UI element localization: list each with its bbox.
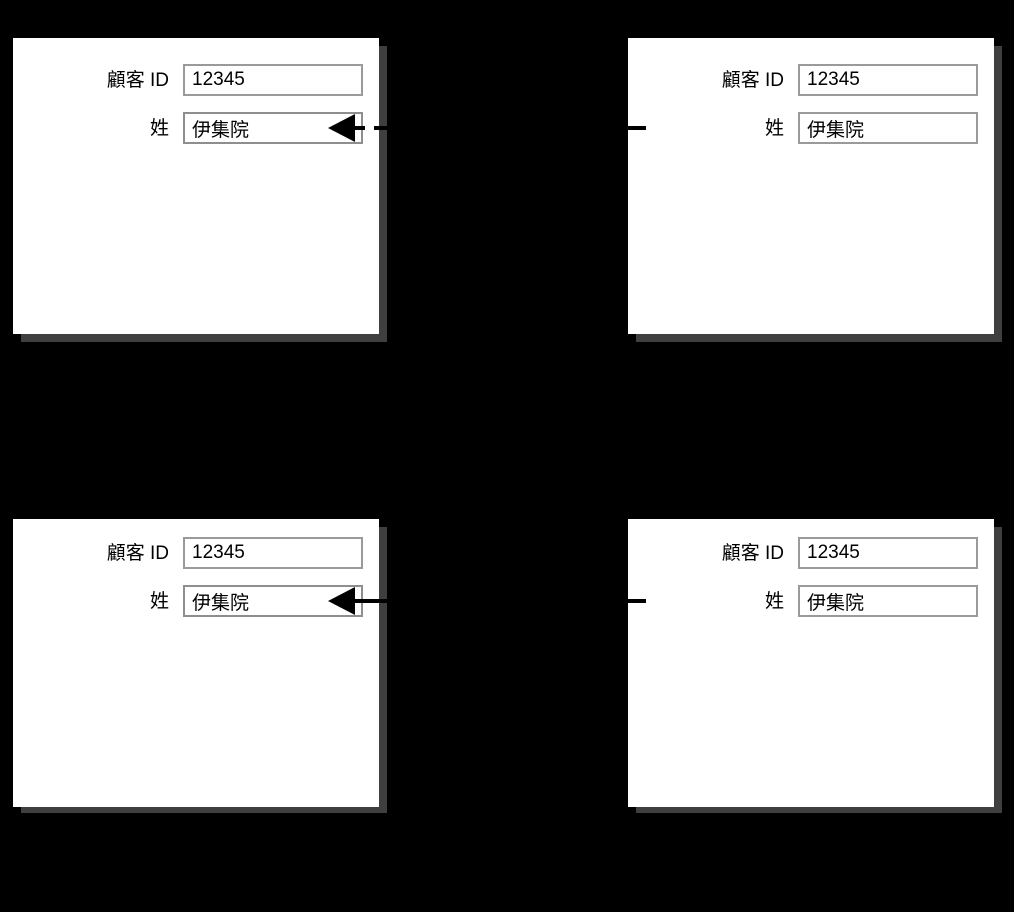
form-panel-bottom-right-body: 顧客 ID 12345 姓 伊集院 <box>628 519 994 807</box>
label-customer-id: 顧客 ID <box>721 69 784 91</box>
input-customer-id[interactable]: 12345 <box>183 537 363 569</box>
field-row-customer-id: 顧客 ID 12345 <box>628 537 978 569</box>
form-panel-top-right-body: 顧客 ID 12345 姓 伊集院 <box>628 38 994 334</box>
field-row-last-name: 姓 伊集院 <box>13 112 363 144</box>
connector-stub-top-right <box>627 126 646 130</box>
form-panel-bottom-left: 顧客 ID 12345 姓 伊集院 <box>13 519 379 807</box>
label-last-name: 姓 <box>764 117 784 139</box>
field-row-customer-id: 顧客 ID 12345 <box>628 64 978 96</box>
form-panel-bottom-left-body: 顧客 ID 12345 姓 伊集院 <box>13 519 379 807</box>
input-customer-id[interactable]: 12345 <box>183 64 363 96</box>
connector-segment-top-left-a <box>355 126 365 130</box>
connector-stub-bottom-right <box>627 599 646 603</box>
input-customer-id[interactable]: 12345 <box>798 537 978 569</box>
label-last-name: 姓 <box>149 117 169 139</box>
label-last-name: 姓 <box>149 590 169 612</box>
input-last-name[interactable]: 伊集院 <box>798 585 978 617</box>
input-customer-id[interactable]: 12345 <box>798 64 978 96</box>
field-row-customer-id: 顧客 ID 12345 <box>13 537 363 569</box>
connector-segment-top-left-b <box>374 126 392 130</box>
input-last-name[interactable]: 伊集院 <box>798 112 978 144</box>
form-panel-bottom-right: 顧客 ID 12345 姓 伊集院 <box>628 519 994 807</box>
form-panel-top-right: 顧客 ID 12345 姓 伊集院 <box>628 38 994 334</box>
form-panel-top-left-body: 顧客 ID 12345 姓 伊集院 <box>13 38 379 334</box>
field-row-last-name: 姓 伊集院 <box>628 585 978 617</box>
label-last-name: 姓 <box>764 590 784 612</box>
label-customer-id: 顧客 ID <box>721 542 784 564</box>
connector-segment-bottom-left <box>355 599 392 603</box>
field-row-last-name: 姓 伊集院 <box>628 112 978 144</box>
label-customer-id: 顧客 ID <box>106 542 169 564</box>
pointer-arrow-top-left <box>328 114 355 142</box>
label-customer-id: 顧客 ID <box>106 69 169 91</box>
pointer-arrow-bottom-left <box>328 587 355 615</box>
field-row-last-name: 姓 伊集院 <box>13 585 363 617</box>
form-panel-top-left: 顧客 ID 12345 姓 伊集院 <box>13 38 379 334</box>
field-row-customer-id: 顧客 ID 12345 <box>13 64 363 96</box>
